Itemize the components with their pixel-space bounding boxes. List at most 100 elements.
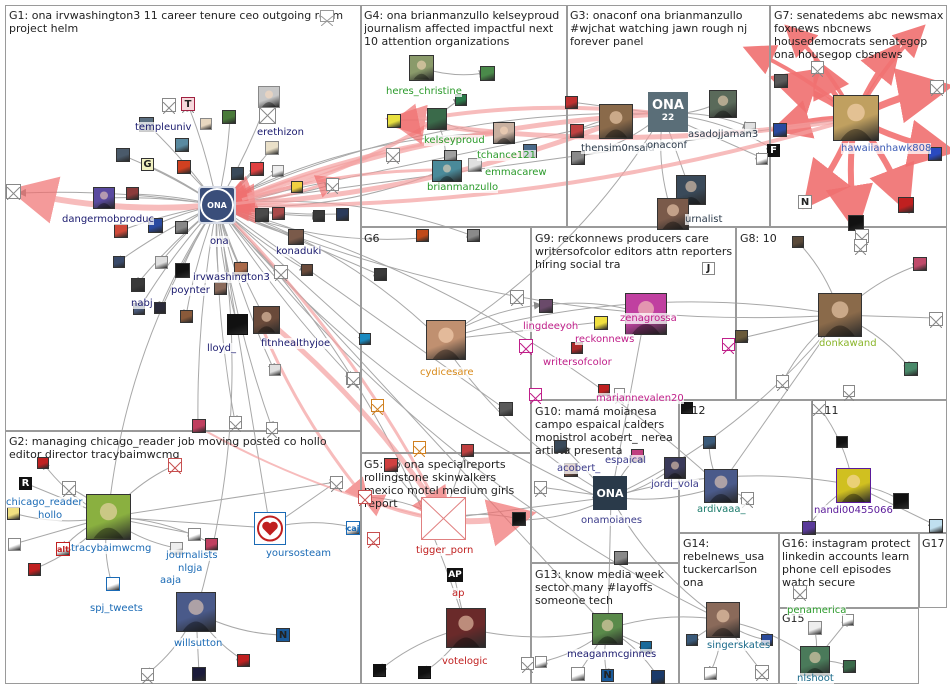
votelogic-avatar[interactable] bbox=[446, 608, 486, 648]
node-avatar-g13-c[interactable] bbox=[571, 667, 585, 681]
node-avatar-g6-b[interactable] bbox=[467, 229, 480, 242]
node-avatar-g1-ak[interactable] bbox=[192, 419, 206, 433]
node-avatar-g5-d[interactable] bbox=[512, 512, 526, 526]
node-avatar-g1-x[interactable] bbox=[272, 207, 285, 220]
node-avatar-g2-g[interactable] bbox=[188, 528, 201, 541]
node-avatar-g15-a[interactable] bbox=[808, 621, 822, 635]
node-label-tigger-porn[interactable]: tigger_porn bbox=[416, 545, 474, 556]
node-label-tracybaimwcmg[interactable]: tracybaimwcmg bbox=[71, 543, 152, 554]
node-avatar-g14-d[interactable] bbox=[755, 665, 769, 682]
node-avatar-g1-w[interactable] bbox=[255, 208, 269, 222]
node-avatar-g8-a[interactable] bbox=[792, 236, 804, 248]
node-avatar-g10-a[interactable] bbox=[554, 440, 567, 453]
node-avatar-g16-a[interactable] bbox=[802, 521, 816, 535]
node-label-ap[interactable]: ap bbox=[452, 588, 465, 599]
node-avatar-g6-a[interactable] bbox=[416, 229, 429, 242]
node-avatar-g8-d[interactable] bbox=[929, 312, 943, 329]
node-avatar-g10-c[interactable] bbox=[534, 481, 547, 498]
node-avatar-g3-f[interactable]: F bbox=[767, 144, 780, 157]
node-avatar-g1-ae[interactable] bbox=[214, 282, 227, 295]
node-label-lingdeeyoh[interactable]: lingdeeyoh bbox=[523, 321, 579, 332]
node-avatar-g8-e[interactable] bbox=[735, 330, 748, 343]
ardivaaa-avatar[interactable] bbox=[704, 469, 738, 503]
cydicesare-avatar[interactable] bbox=[426, 320, 466, 360]
node-avatar-g8-f[interactable] bbox=[776, 375, 789, 392]
node-avatar-g2-o[interactable] bbox=[237, 654, 250, 667]
node-avatar-g7-h[interactable] bbox=[898, 197, 914, 213]
node-label-spj-tweets[interactable]: spj_tweets bbox=[90, 603, 143, 614]
journalist-avatar[interactable] bbox=[657, 198, 689, 230]
node-avatar-g9-f[interactable] bbox=[529, 388, 542, 405]
node-avatar-g2-m[interactable] bbox=[141, 668, 154, 685]
node-avatar-g5-b[interactable] bbox=[461, 444, 474, 457]
node-avatar-g2-l[interactable]: N bbox=[276, 628, 290, 642]
node-avatar-g9-e[interactable] bbox=[722, 338, 735, 355]
node-label-zenagrossa[interactable]: zenagrossa bbox=[620, 313, 677, 324]
node-avatar-g1-ah[interactable] bbox=[180, 310, 193, 323]
node-label-reckonnews[interactable]: reckonnews bbox=[575, 334, 635, 345]
node-label-hollo[interactable]: hollo bbox=[38, 510, 63, 521]
node-avatar-g2-j[interactable] bbox=[330, 476, 343, 493]
node-label-mariannevalen20[interactable]: mariannevalen20 bbox=[596, 393, 684, 404]
node-label-poynter[interactable]: poynter bbox=[171, 285, 210, 296]
node-avatar-g1-f[interactable] bbox=[222, 110, 236, 124]
kelseyproud-avatar[interactable] bbox=[427, 108, 447, 130]
node-avatar-g1-m[interactable] bbox=[250, 162, 264, 176]
node-label-erethizon[interactable]: erethizon bbox=[257, 127, 304, 138]
willsutton-avatar[interactable] bbox=[176, 592, 216, 632]
node-label-penamerica[interactable]: penamerica bbox=[787, 605, 847, 616]
node-avatar-g1-z[interactable] bbox=[336, 208, 349, 221]
node-avatar-g12-b[interactable] bbox=[703, 436, 716, 449]
node-avatar-g1-h[interactable] bbox=[258, 86, 280, 108]
node-avatar-g11-c[interactable] bbox=[893, 493, 909, 509]
node-avatar-g6-e[interactable] bbox=[347, 372, 360, 389]
node-label-kelseyproud[interactable]: kelseyproud bbox=[424, 135, 485, 146]
node-avatar-g8-g[interactable] bbox=[843, 385, 855, 402]
node-avatar-g1-k[interactable]: G bbox=[141, 158, 154, 171]
node-label-templeuniv[interactable]: templeuniv bbox=[135, 122, 192, 133]
node-avatar-g1-a[interactable] bbox=[320, 10, 334, 27]
templeuniv-avatar[interactable]: T bbox=[181, 97, 195, 111]
onamoianes-node[interactable]: ONA bbox=[593, 476, 627, 510]
node-avatar-g15-b[interactable] bbox=[843, 660, 856, 673]
node-avatar-g5-a[interactable] bbox=[384, 458, 398, 472]
node-label-votelogic[interactable]: votelogic bbox=[442, 656, 488, 667]
node-avatar-g1-y[interactable] bbox=[313, 210, 325, 222]
tigger-porn-node-placeholder[interactable] bbox=[421, 497, 466, 540]
lingdeeyoh-avatar[interactable] bbox=[539, 299, 553, 313]
node-avatar-g7-b[interactable] bbox=[811, 61, 824, 78]
node-avatar-g1-ad[interactable] bbox=[301, 264, 313, 276]
node-label-emmacarew[interactable]: emmacarew bbox=[485, 167, 547, 178]
heres-christine-avatar[interactable] bbox=[409, 55, 434, 81]
hawaiianhawk808-avatar[interactable] bbox=[833, 95, 879, 141]
node-label-lloyd[interactable]: lloyd_ bbox=[207, 343, 236, 354]
node-avatar-g13-e[interactable] bbox=[651, 670, 665, 684]
jordi-vola-avatar[interactable] bbox=[664, 457, 686, 479]
nabj-avatar[interactable] bbox=[131, 278, 145, 292]
caj-logo-node[interactable]: caj bbox=[346, 521, 360, 535]
node-avatar-g1-g[interactable] bbox=[200, 118, 212, 130]
node-avatar-g1-t[interactable] bbox=[114, 224, 128, 238]
node-avatar-g1-p[interactable] bbox=[291, 181, 303, 193]
node-avatar-g6-i[interactable] bbox=[413, 441, 426, 458]
node-label-nlshoot[interactable]: nlshoot bbox=[797, 673, 834, 684]
node-label-hawaiianhawk808[interactable]: hawaiianhawk808 bbox=[841, 143, 932, 154]
node-avatar-g9-b[interactable] bbox=[519, 339, 533, 356]
nlshoot-avatar[interactable] bbox=[800, 646, 830, 676]
brianmanzullo-avatar[interactable] bbox=[432, 160, 462, 182]
node-avatar-g8-b[interactable] bbox=[854, 239, 867, 256]
node-avatar-g9-d[interactable]: J bbox=[702, 262, 715, 275]
node-avatar-g1-c[interactable] bbox=[162, 98, 176, 115]
node-avatar-g14-a[interactable] bbox=[686, 634, 698, 646]
node-avatar-g14-c[interactable] bbox=[704, 667, 717, 680]
node-avatar-g7-c[interactable] bbox=[930, 80, 944, 97]
node-label-nabj[interactable]: nabj bbox=[131, 298, 153, 309]
node-avatar-g4-c[interactable] bbox=[480, 66, 495, 81]
node-label-willsutton[interactable]: willsutton bbox=[174, 638, 223, 649]
node-avatar-g2-d[interactable] bbox=[168, 458, 182, 475]
tchance121-avatar[interactable] bbox=[493, 122, 515, 144]
node-label-konaduki[interactable]: konaduki bbox=[276, 246, 322, 257]
node-label-onaconf[interactable]: onaconf bbox=[647, 140, 688, 151]
node-avatar-g10-e[interactable] bbox=[614, 551, 628, 565]
node-avatar-g1-o[interactable] bbox=[231, 167, 244, 180]
